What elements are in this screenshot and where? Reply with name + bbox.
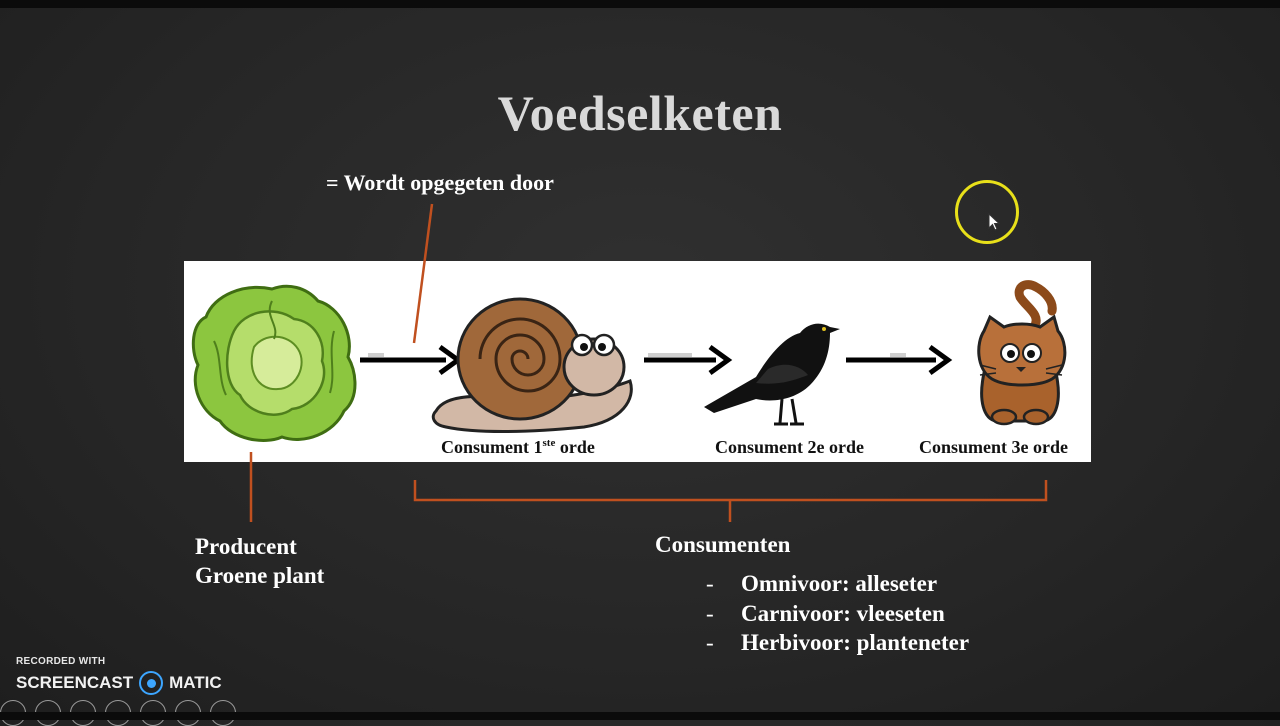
list-item: -Omnivoor: alleseter [706,571,938,596]
snail-icon [431,297,633,433]
label-consumer-2: Consument 2e orde [715,437,864,457]
bottom-bar [0,712,1280,720]
lettuce-icon [191,284,357,442]
watermark-brand: SCREENCAST MATIC [16,671,222,695]
arrow-icon [644,344,733,376]
watermark-small-text: RECORDED WITH [16,656,106,667]
arrow-icon [360,344,463,376]
consumers-heading: Consumenten [655,532,791,557]
producer-line-2: Groene plant [195,563,325,588]
blackbird-icon [704,323,840,426]
record-icon [139,671,164,695]
arrow-legend: = Wordt opgegeten door [326,170,554,195]
cat-icon [977,280,1067,426]
label-consumer-3: Consument 3e orde [919,437,1068,457]
cursor-highlight [955,180,1019,244]
slide-title: Voedselketen [497,85,783,141]
consumer-types-list: -Omnivoor: alleseter -Carnivoor: vleeset… [706,569,969,658]
top-bar [0,0,1280,8]
food-chain-panel: Consument 1ste orde Consument 2e orde Co… [184,261,1091,462]
list-item: -Carnivoor: vleeseten [706,600,945,626]
producer-label: Producent Groene plant [195,532,324,590]
cursor-icon [988,213,1001,231]
arrow-icon [846,344,953,376]
label-consumer-1: Consument 1ste orde [441,437,595,457]
screencast-watermark: RECORDED WITH SCREENCAST MATIC [16,656,222,695]
producer-line-1: Producent [195,534,297,559]
consumers-bracket [413,480,1048,502]
list-item: -Herbivoor: planteneter [706,630,970,655]
food-chain-drawing [191,280,1067,442]
